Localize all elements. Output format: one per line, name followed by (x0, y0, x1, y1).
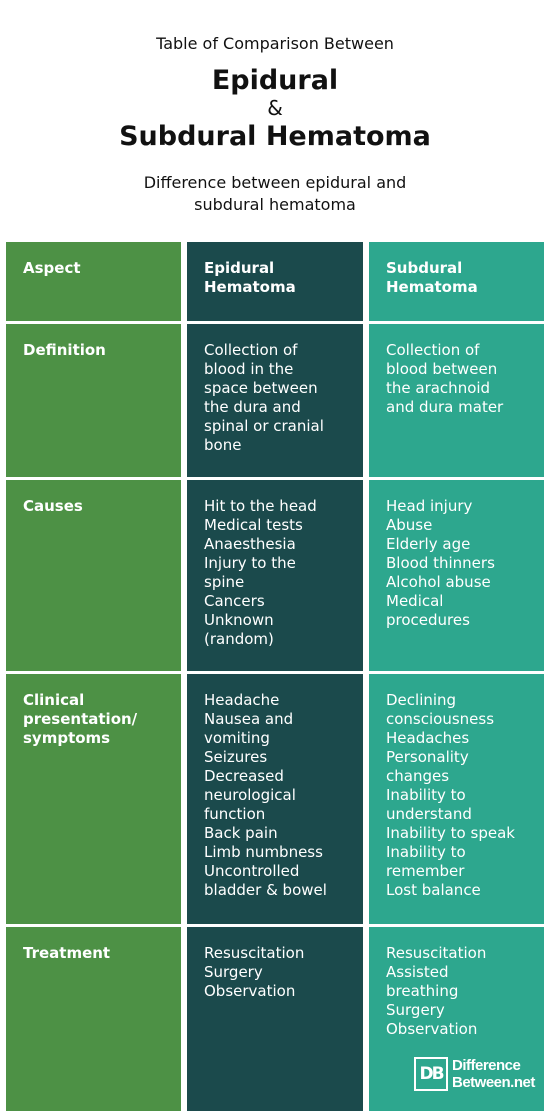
subtitle-line: subdural hematoma (194, 195, 356, 214)
cell-text-line: Declining (386, 691, 457, 709)
cell-text-line: Limb numbness (204, 843, 323, 861)
cell-text-line: breathing (386, 982, 459, 1000)
cell-text-line: Observation (204, 982, 296, 1000)
cell-text-line: and dura mater (386, 398, 504, 416)
cell-text-line: Surgery (386, 1001, 445, 1019)
title-subdural-hematoma: Subdural Hematoma (119, 121, 431, 152)
cell-text-line: symptoms (23, 729, 111, 747)
cell-text-line: understand (386, 805, 472, 823)
cell-text-line: Lost balance (386, 881, 481, 899)
cell-text-line: Hematoma (204, 278, 296, 296)
subtitle: Difference between epidural and subdural… (0, 172, 550, 216)
cell-text-line: bone (204, 436, 242, 454)
cell-text-line: Personality (386, 748, 469, 766)
cell-text-line: Assisted (386, 963, 449, 981)
logo-line: Between.net (452, 1074, 535, 1091)
cell-text-line: Inability to (386, 786, 466, 804)
cell-text-line: Treatment (23, 944, 111, 962)
cell-text-line: vomiting (204, 729, 270, 747)
header-cell-aspect: Aspect (6, 242, 181, 321)
cell-text-line: (random) (204, 630, 274, 648)
cell-text-line: Decreased (204, 767, 284, 785)
cell-text-line: Hematoma (386, 278, 478, 296)
cell-text-line: Hit to the head (204, 497, 317, 515)
cell-text-line: neurological (204, 786, 296, 804)
cell-text-line: Blood thinners (386, 554, 495, 572)
cell-aspect: Causes (6, 480, 181, 671)
db-logo-icon: DB (414, 1057, 448, 1091)
cell-text-line: blood between (386, 360, 498, 378)
cell-text-line: Definition (23, 341, 106, 359)
cell-text-line: Inability to speak (386, 824, 515, 842)
cell-text-line: Head injury (386, 497, 473, 515)
cell-text-line: presentation/ (23, 710, 138, 728)
cell-text-line: Uncontrolled (204, 862, 300, 880)
cell-text-line: Nausea and (204, 710, 294, 728)
cell-text-line: Observation (386, 1020, 478, 1038)
cell-text-line: procedures (386, 611, 470, 629)
difference-between-logo: DB Difference Between.net (414, 1055, 535, 1093)
logo-text: Difference Between.net (452, 1057, 535, 1091)
cell-text-line: Resuscitation (204, 944, 305, 962)
cell-text-line: Abuse (386, 516, 433, 534)
cell-aspect: Definition (6, 324, 181, 477)
cell-text-line: Anaesthesia (204, 535, 296, 553)
cell-text-line: Back pain (204, 824, 278, 842)
subtitle-line: Difference between epidural and (143, 173, 407, 192)
cell-text-line: Resuscitation (386, 944, 487, 962)
cell-text-line: function (204, 805, 266, 823)
cell-text-line: Seizures (204, 748, 268, 766)
cell-text-line: spine (204, 573, 245, 591)
cell-text-line: Surgery (204, 963, 263, 981)
cell-text-line: spinal or cranial (204, 417, 324, 435)
cell-text-line: changes (386, 767, 450, 785)
title-epidural: Epidural (211, 65, 339, 96)
cell-text-line: blood in the (204, 360, 294, 378)
cell-text-line: remember (386, 862, 465, 880)
cell-text-line: Collection of (386, 341, 480, 359)
cell-text-line: Injury to the (204, 554, 296, 572)
cell-text-line: Unknown (204, 611, 274, 629)
cell-text-line: bladder & bowel (204, 881, 327, 899)
cell-text-line: Alcohol abuse (386, 573, 491, 591)
cell-text-line: Clinical (23, 691, 85, 709)
cell-aspect: Treatment (6, 927, 181, 1111)
title-ampersand: & (267, 96, 283, 120)
logo-line: Difference (452, 1057, 521, 1074)
cell-text-line: Headaches (386, 729, 470, 747)
cell-text-line: space between (204, 379, 318, 397)
cell-text-line: Cancers (204, 592, 265, 610)
cell-text-line: Inability to (386, 843, 466, 861)
cell-text-line: Medical tests (204, 516, 303, 534)
cell-text-line: Medical (386, 592, 444, 610)
cell-text-line: Causes (23, 497, 83, 515)
cell-text-line: consciousness (386, 710, 495, 728)
cell-text-line: Collection of (204, 341, 298, 359)
cell-text-line: Elderly age (386, 535, 471, 553)
cell-text-line: Headache (204, 691, 280, 709)
cell-text-line: the arachnoid (386, 379, 491, 397)
pretitle: Table of Comparison Between (156, 34, 394, 53)
cell-text-line: Aspect (23, 259, 81, 277)
cell-text-line: the dura and (204, 398, 301, 416)
cell-text-line: Epidural (204, 259, 275, 277)
cell-text-line: Subdural (386, 259, 463, 277)
